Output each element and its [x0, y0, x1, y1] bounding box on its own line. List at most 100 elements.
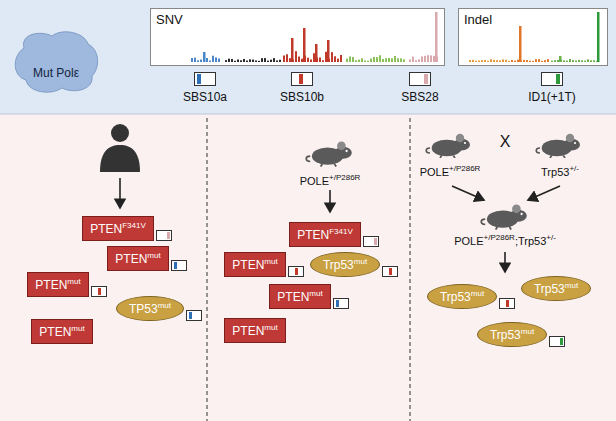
gene-ellipse: Trp53mut [521, 276, 591, 301]
polymerase-blob: Mut Polε [10, 28, 102, 94]
gene-box: PTENmut [31, 319, 92, 344]
superscript-text: F341V [329, 227, 353, 236]
signature-bar [295, 268, 298, 275]
legend-text: SBS28 [401, 90, 438, 104]
signature-bar [389, 268, 392, 275]
spectrum-panel: SNV [150, 8, 445, 66]
superscript-text: mut [354, 257, 367, 266]
signature-bar [374, 238, 377, 245]
node-label: PTEN [232, 324, 264, 338]
gene-box: PTENmut [224, 318, 285, 343]
superscript-text: mut [565, 281, 578, 290]
signature-marker [549, 336, 565, 347]
superscript-text: +/P286R [449, 164, 480, 173]
spectrum-bars [151, 9, 444, 65]
superscript-text: mut [147, 251, 160, 260]
genotype-label: POLE+/P286R [300, 173, 361, 187]
signature-bar [174, 262, 177, 269]
label-text: X [500, 133, 511, 150]
legend-swatch [541, 72, 563, 86]
genotype-label: Trp53+/- [541, 164, 579, 178]
superscript-text: mut [264, 323, 277, 332]
legend-color [424, 74, 428, 84]
superscript-text: +/- [569, 164, 579, 173]
signature-marker [499, 298, 515, 309]
superscript-text: mut [67, 277, 80, 286]
legend-text: SBS10a [183, 90, 227, 104]
superscript-text: mut [264, 257, 277, 266]
legend-color [197, 74, 201, 84]
label-text: POLE [300, 175, 329, 187]
signature-marker [171, 260, 187, 271]
node-label: Trp53 [440, 290, 471, 304]
gene-box: PTENmut [269, 284, 330, 309]
blob-shape [10, 28, 102, 94]
human-icon [100, 124, 140, 172]
signature-marker [363, 236, 379, 247]
superscript-text: +/P286R [484, 233, 515, 242]
superscript-text: mut [471, 289, 484, 298]
arrow [119, 178, 121, 208]
mouse-icon [481, 204, 527, 229]
signature-marker [382, 266, 398, 277]
genotype-label: X [500, 133, 511, 151]
mouse-icon [306, 141, 352, 166]
superscript-text: mut [71, 324, 84, 333]
genotype-label: POLE+/P286R [420, 164, 481, 178]
legend-color [556, 74, 560, 84]
signature-bar [560, 338, 563, 345]
superscript-text: +/P286R [329, 173, 360, 182]
signature-marker [156, 230, 172, 241]
label-text: POLE [454, 235, 483, 247]
node-label: SNV [156, 12, 183, 27]
arrow [329, 190, 331, 212]
arrow [452, 186, 484, 200]
legend-color [299, 74, 303, 84]
signature-bar [506, 300, 509, 307]
superscript-text: mut [521, 327, 534, 336]
gene-ellipse: Trp53mut [477, 322, 547, 347]
label-text: Trp53 [541, 166, 569, 178]
mouse-icon [536, 134, 580, 158]
signature-bar [98, 288, 101, 295]
node-label: Trp53 [323, 258, 354, 272]
legend-text: ID1(+1T) [528, 90, 576, 104]
node-label: PTEN [115, 252, 147, 266]
gene-box: PTENmut [107, 246, 168, 271]
gene-box: PTENmut [224, 252, 285, 277]
superscript-text: F341V [122, 221, 146, 230]
node-label: PTEN [90, 222, 122, 236]
gene-ellipse: Trp53mut [310, 252, 380, 277]
node-label: PTEN [35, 278, 67, 292]
gene-ellipse: Trp53mut [427, 284, 497, 309]
arrow [504, 252, 506, 272]
signature-bar [336, 300, 339, 307]
arrow [528, 186, 560, 200]
signature-bar [167, 232, 170, 239]
mouse-icon [426, 134, 470, 158]
node-label: Indel [464, 12, 492, 27]
label-text: ;Trp53 [515, 235, 546, 247]
node-label: PTEN [297, 228, 329, 242]
superscript-text: +/- [546, 233, 556, 242]
superscript-text: mut [158, 301, 171, 310]
legend-text: SBS10b [280, 90, 324, 104]
legend-swatch [194, 72, 216, 86]
superscript-text: mut [309, 289, 322, 298]
genotype-label: POLE+/P286R;Trp53+/- [454, 233, 556, 247]
node-label: PTEN [232, 258, 264, 272]
top-band [0, 0, 616, 114]
node-label: Mut Polε [10, 66, 102, 80]
divider [207, 118, 208, 421]
gene-box: PTENF341V [289, 222, 361, 247]
node-label: TP53 [129, 302, 158, 316]
node-label: PTEN [39, 325, 71, 339]
signature-bar [189, 312, 192, 319]
divider [410, 118, 411, 421]
signature-marker [91, 286, 107, 297]
node-label: Trp53 [534, 282, 565, 296]
gene-ellipse: TP53mut [116, 296, 184, 321]
legend-swatch [291, 72, 313, 86]
gene-box: PTENmut [27, 272, 88, 297]
signature-marker [186, 310, 202, 321]
